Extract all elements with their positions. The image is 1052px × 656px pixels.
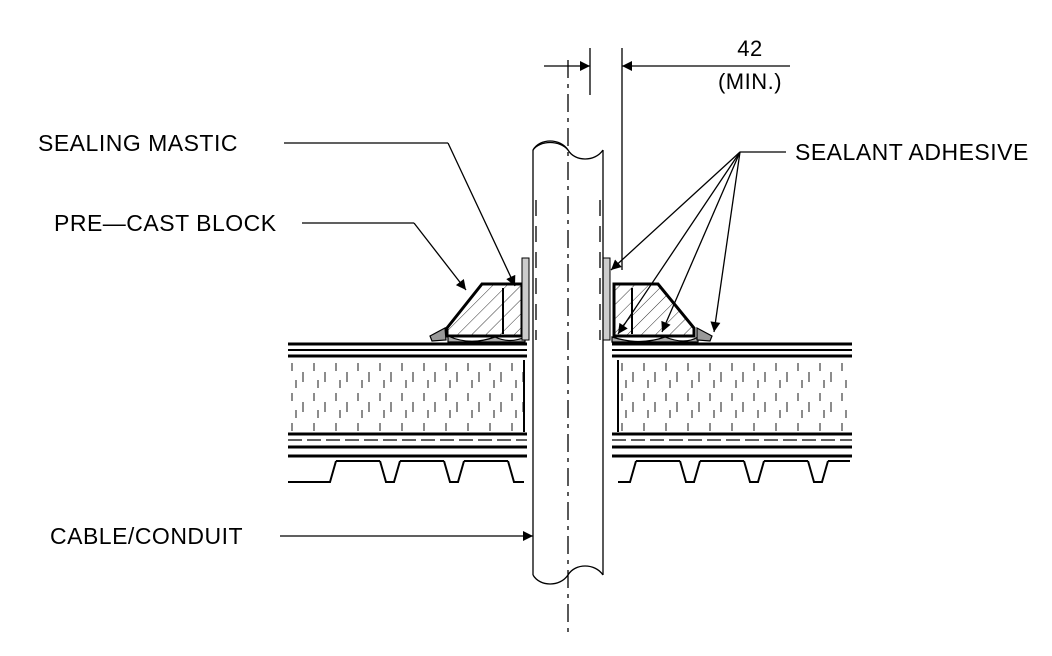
- leader-sealant-adhesive: [610, 151, 786, 335]
- label-pre-cast-block: PRE—CAST BLOCK: [54, 210, 277, 236]
- roof-assembly-right: [612, 342, 852, 483]
- label-cable-conduit: CABLE/CONDUIT: [50, 523, 243, 549]
- leader-pre-cast-block: [302, 222, 467, 291]
- pre-cast-block-left: [445, 282, 524, 338]
- leader-sealing-mastic: [284, 142, 516, 287]
- roof-assembly-left: [288, 342, 527, 483]
- label-sealing-mastic: SEALING MASTIC: [38, 130, 238, 156]
- pre-cast-block-right: [612, 282, 696, 338]
- dimension-qualifier: (MIN.): [718, 69, 782, 94]
- dimension-42-min: 42 (MIN.): [544, 36, 790, 270]
- sealing-mastic-bead: [429, 257, 713, 343]
- cable-conduit: [532, 60, 604, 635]
- label-sealant-adhesive: SEALANT ADHESIVE: [795, 139, 1029, 165]
- dimension-value: 42: [737, 36, 762, 61]
